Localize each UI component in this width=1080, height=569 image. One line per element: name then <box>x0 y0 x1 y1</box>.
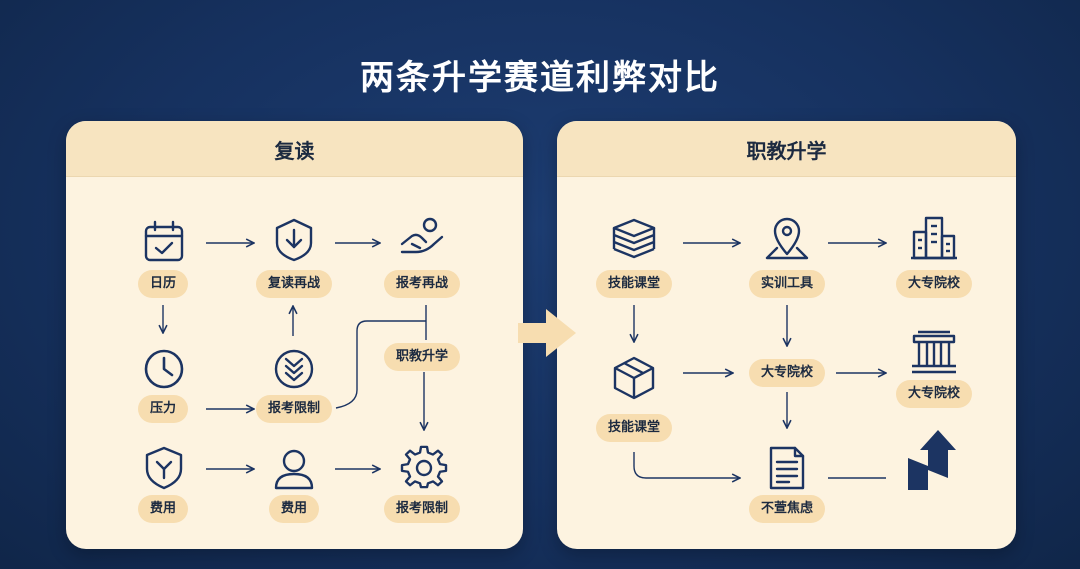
calendar-icon <box>144 220 184 262</box>
node-label-skills-class: 技能课堂 <box>595 270 673 298</box>
node-label-skills-class-b: 技能课堂 <box>595 414 673 442</box>
node-label-restriction-b: 报考限制 <box>383 495 461 523</box>
node-label-calendar: 日历 <box>137 270 189 298</box>
rising-arrow-icon <box>908 430 956 490</box>
left-panel: 复读 <box>66 121 523 549</box>
node-label-college-b: 大专院校 <box>748 359 826 387</box>
hand-ball-icon <box>400 217 444 254</box>
cube-icon <box>613 356 655 400</box>
node-label-reread: 复读再战 <box>255 270 333 298</box>
gear-icon <box>400 445 448 489</box>
right-panel-header: 职教升学 <box>557 121 1016 177</box>
node-label-cost-b: 费用 <box>268 495 320 523</box>
chevron-badge-icon <box>274 349 314 389</box>
shield-arrow-down-icon <box>275 218 313 262</box>
node-label-pressure: 压力 <box>137 395 189 423</box>
map-pin-icon <box>765 217 809 260</box>
node-label-college-a: 大专院校 <box>895 270 973 298</box>
shield-check-icon <box>145 446 183 490</box>
document-icon <box>769 446 805 490</box>
page-title: 两条升学赛道利弊对比 <box>360 58 720 98</box>
connector-limit-to-branch <box>335 320 426 409</box>
node-label-branch: 职教升学 <box>383 343 461 371</box>
node-label-college-c: 大专院校 <box>895 380 973 408</box>
node-label-cost-a: 费用 <box>137 495 189 523</box>
building-icon <box>911 216 957 260</box>
node-label-apply-again: 报考再战 <box>383 270 461 298</box>
user-icon <box>274 449 314 490</box>
arrow-cube-to-document <box>633 452 740 478</box>
node-label-restriction: 报考限制 <box>255 395 333 423</box>
big-right-arrow-icon <box>518 309 576 357</box>
node-label-training-tools: 实训工具 <box>748 270 826 298</box>
node-label-no-anxiety: 不萱焦虑 <box>748 495 826 523</box>
left-panel-header: 复读 <box>66 121 523 177</box>
stacked-books-icon <box>612 218 656 259</box>
columns-building-icon <box>912 330 956 374</box>
clock-icon <box>144 349 184 389</box>
